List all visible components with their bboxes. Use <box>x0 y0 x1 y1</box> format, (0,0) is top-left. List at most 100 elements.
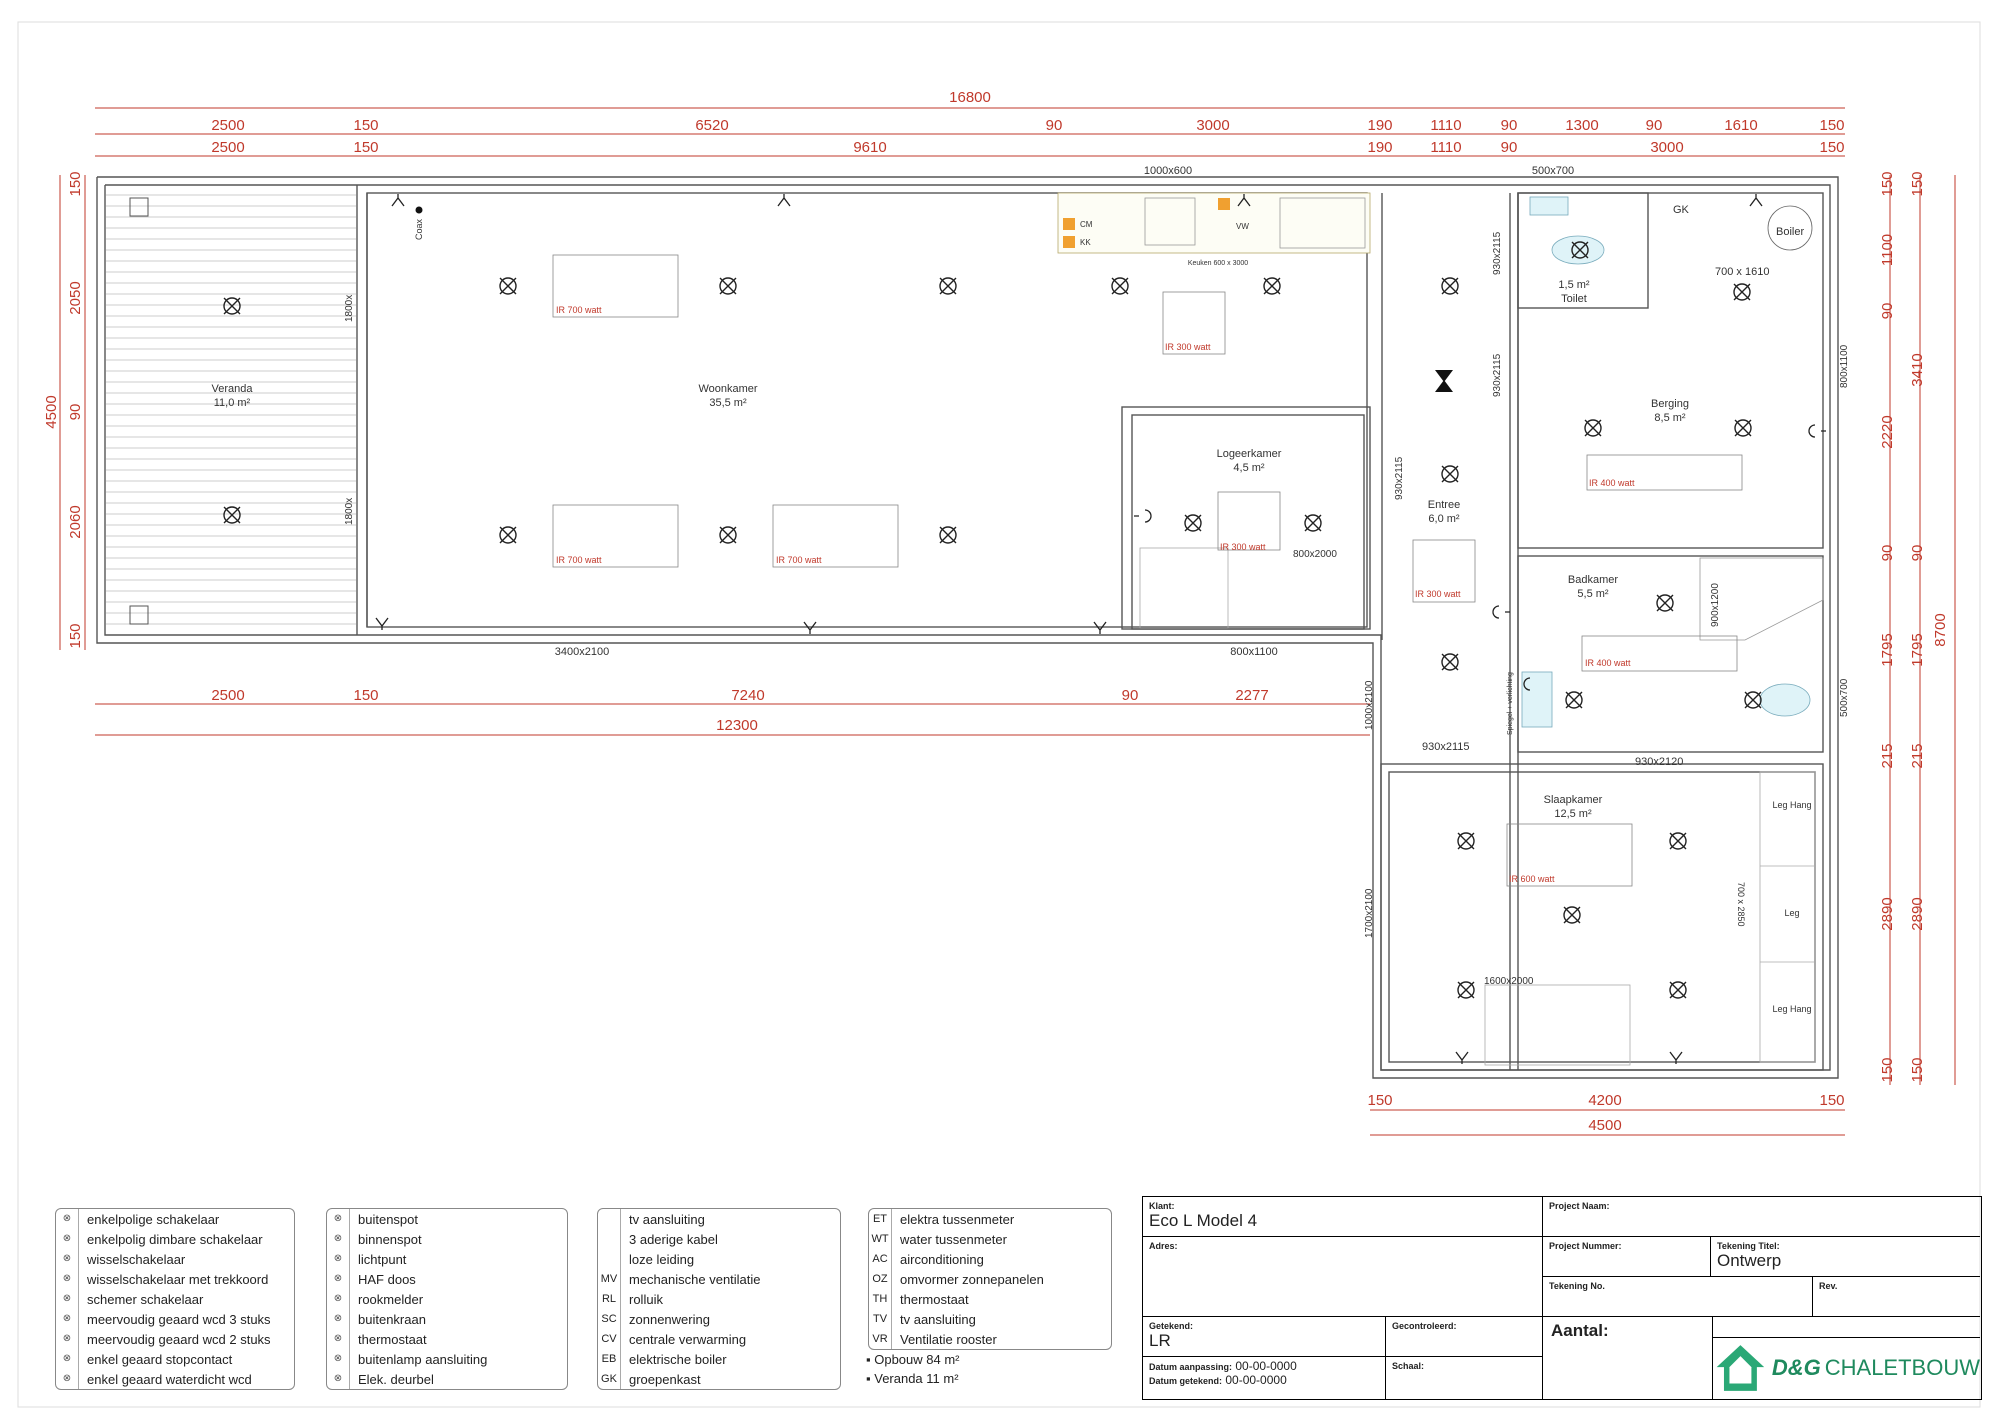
dim-right1-0: 150 <box>1879 171 1896 196</box>
lichtpunt-icon <box>1584 419 1602 437</box>
label-door-1800a: 1800x <box>344 295 355 322</box>
house-logo-icon <box>1716 1345 1765 1391</box>
legend-code: SC <box>598 1309 621 1329</box>
wardrobe <box>1759 771 1816 1063</box>
legend-label: tv aansluiting <box>629 1211 705 1227</box>
legend-label: zonnenwering <box>629 1311 710 1327</box>
legend-label: tv aansluiting <box>900 1311 976 1327</box>
legend-code: AC <box>869 1249 892 1269</box>
tb-datum-getekend-label: Datum getekend: <box>1149 1376 1223 1386</box>
legend-row: ⊗wisselschakelaar met trekkoord <box>56 1269 294 1289</box>
legend-label: meervoudig geaard wcd 2 stuks <box>87 1331 271 1347</box>
label-keuken: Keuken 600 x 3000 <box>1188 260 1248 267</box>
legend-row: tv aansluiting <box>598 1209 840 1229</box>
dim-left-3: 2060 <box>67 505 84 538</box>
bottom-dimensions: 2500 150 7240 90 2277 12300 <box>95 687 1370 736</box>
tb-tekening-titel: Tekening Titel: Ontwerp <box>1711 1237 1980 1277</box>
vw-appliance-icon <box>1218 198 1230 210</box>
tb-getekend-value: LR <box>1149 1331 1171 1350</box>
legend-label: Elek. deurbel <box>358 1371 434 1387</box>
lichtpunt-icon <box>1263 277 1281 295</box>
lichtpunt-icon <box>1656 594 1674 612</box>
dim-top-r1-3: 90 <box>1046 117 1063 134</box>
dim-bottom-2: 7240 <box>731 687 764 704</box>
lichtpunt-icon <box>1571 241 1589 259</box>
room-slaapkamer-name: Slaapkamer <box>1544 794 1603 806</box>
legend-label: buitenspot <box>358 1211 418 1227</box>
veranda-decking <box>106 194 356 625</box>
legend-code: EB <box>598 1349 621 1369</box>
legend-symbol-icon: ⊗ <box>327 1329 350 1349</box>
ir-label: IR 600 watt <box>1509 874 1555 884</box>
tb-project-naam: Project Naam: <box>1543 1197 1980 1237</box>
tb-aantal-label: Aantal: <box>1551 1321 1609 1340</box>
lichtpunt-icon <box>1669 981 1687 999</box>
legend-row: TV tv aansluiting <box>869 1309 1111 1329</box>
tb-datum-getekend: 00-00-0000 <box>1225 1373 1287 1387</box>
label-door-930a: 930x2115 <box>1492 231 1503 275</box>
legend-label: enkelpolige schakelaar <box>87 1211 220 1227</box>
lichtpunt-icon <box>939 277 957 295</box>
kitchen-counter <box>1057 192 1371 254</box>
dim-top-r2-7: 150 <box>1819 139 1844 156</box>
bathroom-sink <box>1521 671 1553 728</box>
lichtpunt-icon <box>223 297 241 315</box>
label-berging-dim: 700 x 1610 <box>1715 266 1769 278</box>
cooktop <box>1279 197 1366 249</box>
lichtpunt-icon <box>1744 691 1762 709</box>
legend-label: Ventilatie rooster <box>900 1331 997 1347</box>
legend-row: ⊗meervoudig geaard wcd 3 stuks <box>56 1309 294 1329</box>
legend-label: rolluik <box>629 1291 663 1307</box>
light-points <box>223 241 1762 999</box>
veranda-post <box>129 197 149 217</box>
bed-logeerkamer <box>1139 547 1229 629</box>
dim-wing-0: 150 <box>1367 1092 1392 1109</box>
tb-project-naam-label: Project Naam: <box>1549 1201 1610 1211</box>
legend-label: HAF doos <box>358 1271 416 1287</box>
legend-symbol-icon: ⊗ <box>327 1249 350 1269</box>
lichtpunt-icon <box>1669 832 1687 850</box>
room-toilet-name: Toilet <box>1561 293 1587 305</box>
legend-label: airconditioning <box>900 1251 984 1267</box>
tb-schaal: Schaal: <box>1386 1357 1543 1399</box>
room-veranda-area: 11,0 m² <box>214 397 251 409</box>
right-dimensions: 150 1100 90 2220 90 1795 215 2890 150 15… <box>1879 171 1956 1085</box>
room-toilet-area: 1,5 m² <box>1558 279 1590 291</box>
dim-top-r2-5: 90 <box>1501 139 1518 156</box>
legend-row: loze leiding <box>598 1249 840 1269</box>
legend-symbol-icon: ⊗ <box>56 1329 79 1349</box>
legend-label: lichtpunt <box>358 1251 407 1267</box>
ir-panels <box>552 254 1743 887</box>
legend-lights: ⊗buitenspot⊗binnenspot⊗lichtpunt⊗HAF doo… <box>326 1208 568 1390</box>
top-dimensions: 16800 2500 150 6520 90 3000 190 1110 90 … <box>95 89 1845 157</box>
room-logeerkamer-area: 4,5 m² <box>1233 462 1265 474</box>
tb-tekening-titel-label: Tekening Titel: <box>1717 1241 1780 1251</box>
dim-right2-6: 150 <box>1909 1057 1926 1082</box>
dim-bottom-0: 2500 <box>211 687 244 704</box>
lichtpunt-icon <box>719 526 737 544</box>
legend-row: ⊗enkel geaard stopcontact <box>56 1349 294 1369</box>
legend-label: thermostaat <box>900 1291 969 1307</box>
dim-right1-5: 1795 <box>1879 633 1896 666</box>
lichtpunt-icon <box>1565 691 1583 709</box>
dim-bottom-4: 2277 <box>1235 687 1268 704</box>
ir-label: IR 700 watt <box>556 305 602 315</box>
boiler <box>1767 205 1813 251</box>
label-boiler: Boiler <box>1776 226 1804 238</box>
room-entree-name: Entree <box>1428 499 1460 511</box>
dim-right2-5: 2890 <box>1909 897 1926 930</box>
legend-symbol-icon: ⊗ <box>327 1269 350 1289</box>
legend-symbol-icon: ⊗ <box>327 1289 350 1309</box>
ir-label: IR 300 watt <box>1220 542 1266 552</box>
room-slaapkamer-area: 12,5 m² <box>1554 808 1592 820</box>
legend-row: ⊗thermostaat <box>327 1329 567 1349</box>
lichtpunt-icon <box>499 526 517 544</box>
label-leg: Leg <box>1784 908 1799 918</box>
lichtpunt-icon <box>1111 277 1129 295</box>
label-window-kitchen: 1000x600 <box>1144 165 1192 177</box>
legend-code: TV <box>869 1309 892 1329</box>
dim-top-r1-6: 1110 <box>1430 117 1461 134</box>
